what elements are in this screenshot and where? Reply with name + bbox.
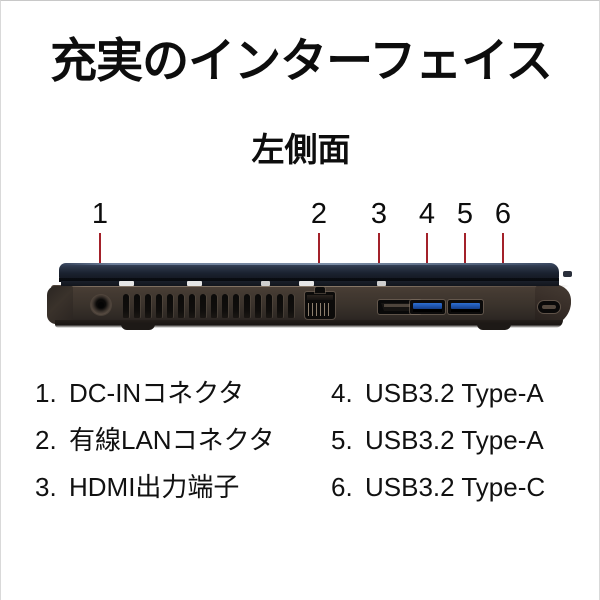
- callout-3-number: 3: [370, 198, 388, 230]
- legend-item-2: 2. 有線LANコネクタ: [35, 420, 275, 460]
- legend-item-1: 1. DC-INコネクタ: [35, 373, 244, 413]
- legend-item-3-label: HDMI出力端子: [69, 472, 240, 502]
- usb-a-port-1-tongue: [413, 303, 442, 309]
- dc-in-jack: [91, 295, 111, 315]
- usb-a-port-1-slot: [413, 309, 442, 312]
- callout-5-number: 5: [456, 198, 474, 230]
- callout-1-number: 1: [91, 198, 109, 230]
- callout-6-number: 6: [494, 198, 512, 230]
- lan-port-led-strip: [307, 295, 333, 300]
- legend-item-2-index: 2.: [35, 425, 57, 455]
- lid-bumper-5: [377, 281, 386, 286]
- usb-a-port-2-tongue: [451, 303, 480, 309]
- lid-bumper-4: [299, 281, 314, 286]
- lid-bumper-1: [119, 281, 134, 286]
- port-legend: 1. DC-INコネクタ 4. USB3.2 Type-A 2. 有線LANコネクタ …: [1, 373, 600, 514]
- legend-item-6: 6. USB3.2 Type-C: [331, 467, 545, 507]
- legend-row-2: 2. 有線LANコネクタ 5. USB3.2 Type-A: [1, 420, 600, 467]
- hdmi-port-cavity: [381, 303, 418, 311]
- legend-item-3: 3. HDMI出力端子: [35, 467, 239, 507]
- page-subtitle: 左側面: [251, 131, 351, 168]
- legend-item-2-label: 有線LANコネクタ: [69, 425, 275, 455]
- page-title: 充実のインターフェイス: [50, 34, 553, 87]
- legend-item-6-label: USB3.2 Type-C: [365, 472, 546, 502]
- laptop-base-top-edge: [53, 285, 569, 287]
- legend-item-5-label: USB3.2 Type-A: [365, 425, 544, 455]
- legend-item-5: 5. USB3.2 Type-A: [331, 420, 544, 460]
- usb-c-port: [538, 301, 560, 313]
- legend-item-4-label: USB3.2 Type-A: [365, 378, 544, 408]
- legend-item-3-index: 3.: [35, 472, 57, 502]
- legend-row-1: 1. DC-INコネクタ 4. USB3.2 Type-A: [1, 373, 600, 420]
- laptop-lid-shadow: [59, 278, 559, 282]
- laptop-left-corner: [47, 286, 73, 324]
- callout-4-number: 4: [418, 198, 436, 230]
- lan-port: [305, 287, 335, 319]
- callout-2-leader-line: [318, 233, 320, 289]
- lan-port-latch: [315, 287, 325, 293]
- laptop-hinge-nub: [563, 271, 572, 277]
- legend-item-1-index: 1.: [35, 378, 57, 408]
- laptop-rubber-foot-front: [121, 323, 155, 330]
- legend-item-4-index: 4.: [331, 378, 353, 408]
- usb-c-port-tongue: [542, 305, 556, 309]
- legend-item-4: 4. USB3.2 Type-A: [331, 373, 544, 413]
- usb-a-port-1: [410, 300, 445, 314]
- laptop-side-profile-image: [47, 259, 572, 333]
- usb-a-port-2: [448, 300, 483, 314]
- laptop-base-underside: [55, 320, 563, 328]
- laptop-lid-highlight: [63, 263, 555, 265]
- lid-bumper-3: [261, 281, 270, 286]
- usb-a-port-2-slot: [451, 309, 480, 312]
- laptop-lid: [59, 263, 559, 279]
- legend-item-5-index: 5.: [331, 425, 353, 455]
- laptop-rubber-foot-rear: [477, 323, 511, 330]
- legend-row-3: 3. HDMI出力端子 6. USB3.2 Type-C: [1, 467, 600, 514]
- lan-port-pins: [308, 303, 332, 316]
- legend-item-1-label: DC-INコネクタ: [69, 378, 245, 408]
- cooling-vent-grille: [123, 294, 298, 318]
- lid-bumper-2: [187, 281, 202, 286]
- callout-2-number: 2: [310, 198, 328, 230]
- hdmi-port-tongue: [384, 304, 415, 307]
- legend-item-6-index: 6.: [331, 472, 353, 502]
